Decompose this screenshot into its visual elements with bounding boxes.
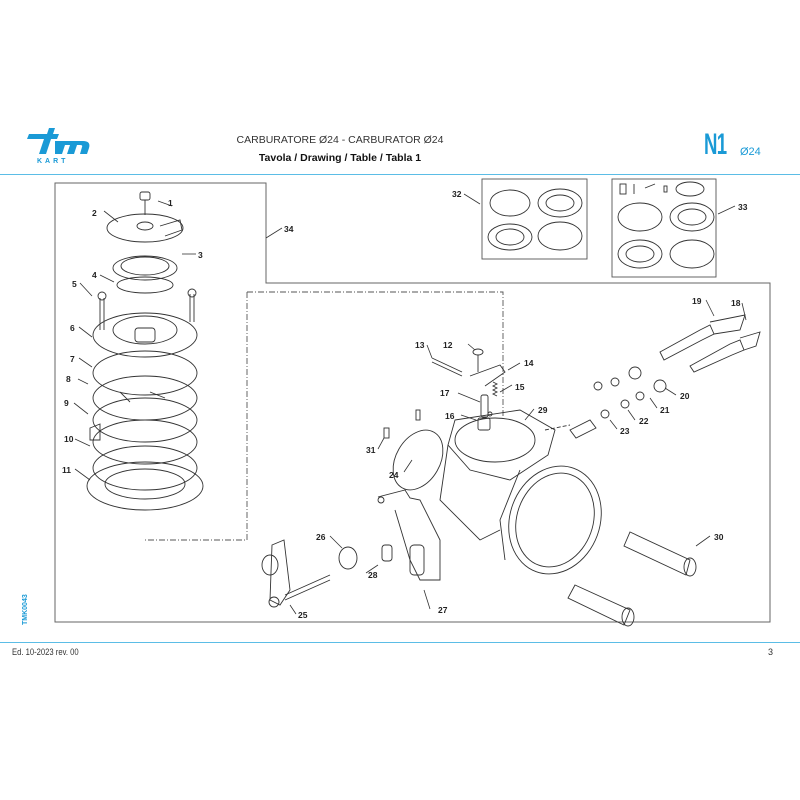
callout-22: 22 [639, 416, 649, 426]
page-title: CARBURATORE Ø24 - CARBURATOR Ø24 [236, 134, 444, 146]
callout-20: 20 [680, 391, 690, 401]
kit-33-parts [617, 181, 715, 269]
callout-30: 30 [714, 532, 724, 542]
leader-lines [73, 193, 747, 615]
edition-label: Ed. 10-2023 rev. 00 [12, 647, 79, 657]
page-number: 3 [768, 647, 774, 657]
callout-1: 1 [168, 198, 173, 208]
kit-box-32 [481, 178, 588, 260]
needle-valves [544, 314, 761, 439]
callout-2: 2 [92, 208, 97, 218]
callout-18: 18 [731, 298, 741, 308]
callout-19: 19 [692, 296, 702, 306]
carburetor-body [439, 409, 602, 575]
footer-divider [0, 642, 800, 643]
kit-box-33 [611, 178, 717, 278]
callout-6: 6 [70, 323, 75, 333]
tm-kart-logo: KART [25, 128, 95, 173]
callout-21: 21 [660, 405, 670, 415]
callout-24: 24 [389, 470, 399, 480]
lever-and-pins [261, 489, 697, 627]
kit-32-parts [487, 188, 583, 251]
callout-16: 16 [445, 411, 455, 421]
logo-kart-text: KART [37, 158, 69, 165]
callout-7: 7 [70, 354, 75, 364]
tm-logo-icon [27, 128, 90, 154]
callout-26: 26 [316, 532, 326, 542]
page-subtitle: Tavola / Drawing / Table / Tabla 1 [258, 152, 422, 164]
callout-23: 23 [620, 426, 630, 436]
pump-cover-stack [86, 191, 204, 511]
upper-parts [383, 348, 506, 491]
header-divider [0, 174, 800, 175]
callout-32: 32 [452, 189, 462, 199]
frame-34 [54, 182, 771, 623]
callout-12: 12 [443, 340, 453, 350]
callout-33: 33 [738, 202, 748, 212]
callout-10: 10 [64, 434, 74, 444]
callout-27: 27 [438, 605, 448, 615]
callout-34: 34 [284, 224, 294, 234]
callout-3: 3 [198, 250, 203, 260]
callout-5: 5 [72, 279, 77, 289]
callout-29: 29 [538, 405, 548, 415]
callout-13: 13 [415, 340, 425, 350]
callout-25: 25 [298, 610, 308, 620]
callout-4: 4 [92, 270, 97, 280]
callout-11: 11 [62, 465, 71, 475]
model-code: N1 [704, 128, 727, 161]
callout-31: 31 [366, 445, 376, 455]
model-diameter: Ø24 [740, 146, 761, 158]
callout-9: 9 [64, 398, 69, 408]
callout-17: 17 [440, 388, 450, 398]
callout-28: 28 [368, 570, 378, 580]
callout-8: 8 [66, 374, 71, 384]
callout-15: 15 [515, 382, 525, 392]
callout-14: 14 [524, 358, 534, 368]
